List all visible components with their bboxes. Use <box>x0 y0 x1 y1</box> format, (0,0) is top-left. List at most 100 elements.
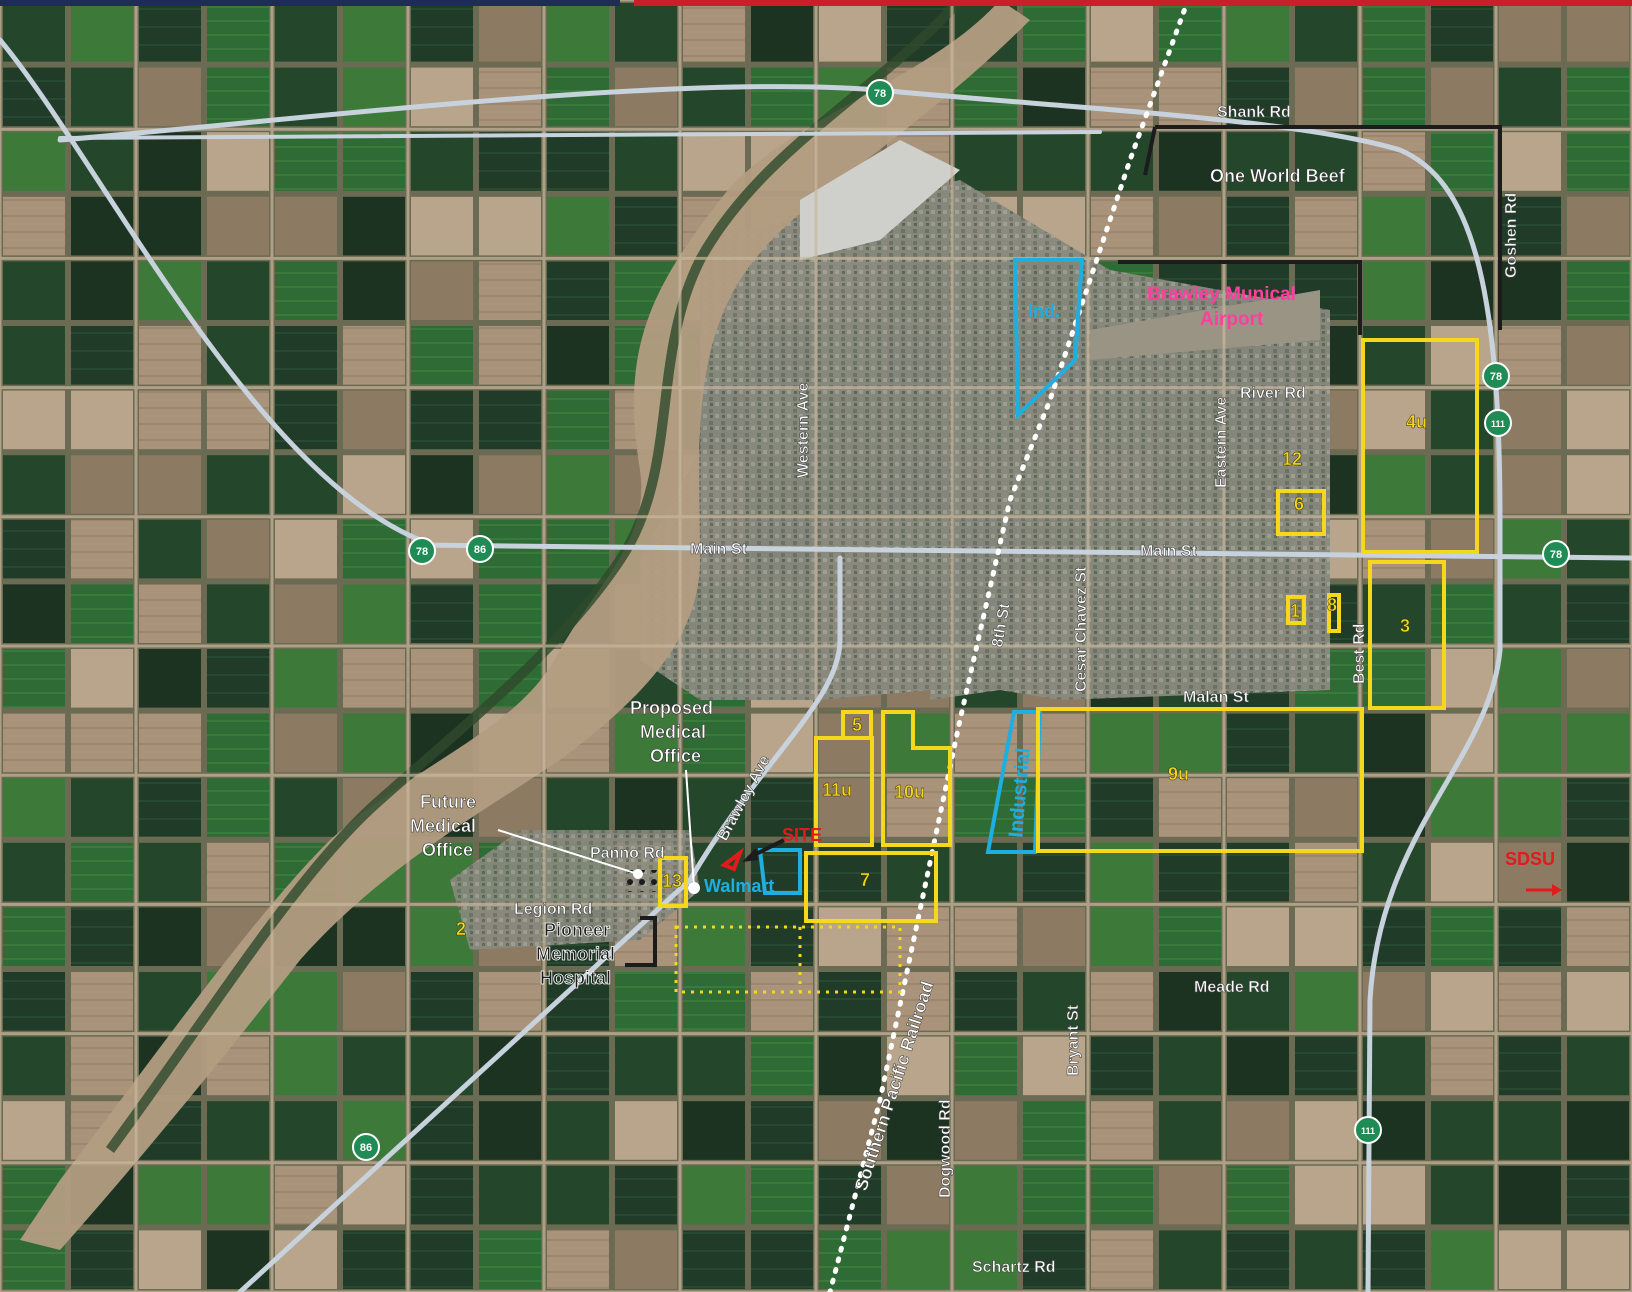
crop-field <box>887 1230 949 1289</box>
crop-field <box>343 196 405 256</box>
zone-10u-label: 10u <box>894 782 925 802</box>
crop-field <box>207 649 269 708</box>
highway-network <box>0 37 1632 1292</box>
crop-field <box>71 842 133 902</box>
route-111-curve <box>1365 517 1503 1292</box>
crop-field <box>683 3 745 62</box>
crop-field <box>683 1230 745 1289</box>
crop-field <box>139 390 201 450</box>
crop-field <box>683 1036 745 1096</box>
crop-field <box>275 132 337 191</box>
crop-field <box>683 713 745 773</box>
crop-field <box>1295 196 1357 256</box>
crop-field <box>1567 907 1629 966</box>
crop-field <box>139 519 201 579</box>
hospital-label-line-1: Pioneer <box>544 920 610 940</box>
crop-field <box>1091 713 1153 773</box>
crop-field <box>411 326 473 385</box>
crop-field <box>71 132 133 191</box>
crop-field <box>1363 649 1425 708</box>
crop-field <box>547 1101 609 1160</box>
crop-field <box>1363 1230 1425 1289</box>
shield-badge <box>1482 362 1510 390</box>
crop-field <box>71 584 133 643</box>
crop-field <box>1431 390 1493 450</box>
crop-field <box>1567 390 1629 450</box>
zone-12-label: 12 <box>1282 449 1302 469</box>
zone-7-label: 7 <box>860 870 870 890</box>
crop-field <box>751 3 813 62</box>
crop-field <box>1159 196 1221 256</box>
crop-field <box>411 455 473 514</box>
zone-6-label: 6 <box>1294 494 1304 514</box>
main-st-east-label: Main St <box>1140 543 1198 560</box>
crop-field <box>887 778 949 837</box>
crop-field <box>3 3 65 62</box>
dogwood-rd-label: Dogwood Rd <box>937 1099 954 1198</box>
crop-field <box>1567 326 1629 385</box>
crop-field <box>411 1230 473 1289</box>
crop-field <box>1431 842 1493 902</box>
crop-field <box>343 713 405 773</box>
crop-field <box>1567 261 1629 320</box>
crop-field <box>411 1101 473 1160</box>
airport-apron <box>1090 290 1320 360</box>
crop-field <box>275 326 337 385</box>
crop-field <box>1363 713 1425 773</box>
crop-field <box>683 67 745 127</box>
crop-field <box>547 778 609 837</box>
airport-label-line-1: Brawley Munical <box>1147 284 1296 305</box>
sdsu-label: SDSU <box>1505 849 1555 869</box>
bryant-st-label: Bryant St <box>1065 1004 1082 1076</box>
crop-field <box>1567 1036 1629 1096</box>
crop-field <box>819 3 881 62</box>
crop-field <box>479 326 541 385</box>
crop-field <box>275 1101 337 1160</box>
crop-field <box>411 390 473 450</box>
crop-field <box>887 1165 949 1225</box>
crop-field <box>1227 3 1289 62</box>
crop-field <box>411 649 473 708</box>
crop-field <box>207 584 269 643</box>
crop-field <box>1363 326 1425 385</box>
crop-field <box>1091 1230 1153 1289</box>
crop-field <box>1431 3 1493 62</box>
crop-field <box>343 132 405 191</box>
crop-field <box>3 455 65 514</box>
crop-field <box>683 907 745 966</box>
hospital-boundary <box>625 916 657 967</box>
crop-field <box>1363 261 1425 320</box>
shield-badge <box>1354 1116 1382 1144</box>
crop-field <box>1295 713 1357 773</box>
crop-field <box>1567 842 1629 902</box>
crop-field <box>1227 972 1289 1031</box>
crop-field <box>1363 196 1425 256</box>
crop-field <box>275 261 337 320</box>
crop-field <box>139 1165 201 1225</box>
shield-number: 78 <box>874 88 886 100</box>
crop-field <box>1431 519 1493 579</box>
crop-field <box>1091 907 1153 966</box>
crop-field <box>139 132 201 191</box>
meade-rd-label: Meade Rd <box>1194 979 1270 996</box>
river-rd-label: River Rd <box>1240 385 1306 402</box>
yellow-zone-outlines <box>658 338 1479 923</box>
crop-field <box>275 649 337 708</box>
crop-field <box>139 842 201 902</box>
ind-parcel-outline <box>1012 258 1085 420</box>
hospital-area <box>450 830 700 950</box>
crop-field <box>71 67 133 127</box>
hospital-label-line-3: Hospital <box>540 968 611 988</box>
cesar-chavez-st-label: Cesar Chavez St <box>1073 566 1090 692</box>
crop-field <box>207 261 269 320</box>
crop-field <box>1091 3 1153 62</box>
crop-field <box>207 67 269 127</box>
shield-badge <box>466 535 494 563</box>
shield-number: 86 <box>360 1142 372 1154</box>
shield-number: 78 <box>416 546 428 558</box>
zone-1-label: 1 <box>1290 601 1300 621</box>
crop-field <box>479 132 541 191</box>
crop-field <box>1567 519 1629 579</box>
